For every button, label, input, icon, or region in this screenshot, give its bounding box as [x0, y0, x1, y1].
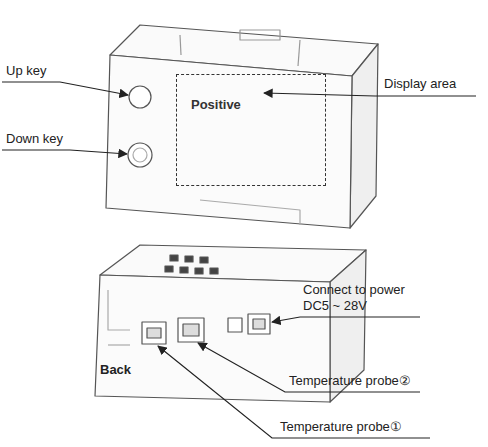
callout-label: Temperature probe② [289, 373, 411, 389]
display-area-box: Positive [176, 74, 326, 186]
callout-label: Temperature probe① [280, 419, 402, 435]
callout-label: Display area [384, 76, 456, 92]
callout-label: Up key [6, 63, 46, 79]
callout-label: Down key [6, 131, 63, 147]
display-text: Positive [191, 97, 241, 112]
panel-label: Back [100, 362, 131, 378]
callout-label: Connect to power DC5 ~ 28V [303, 282, 423, 314]
